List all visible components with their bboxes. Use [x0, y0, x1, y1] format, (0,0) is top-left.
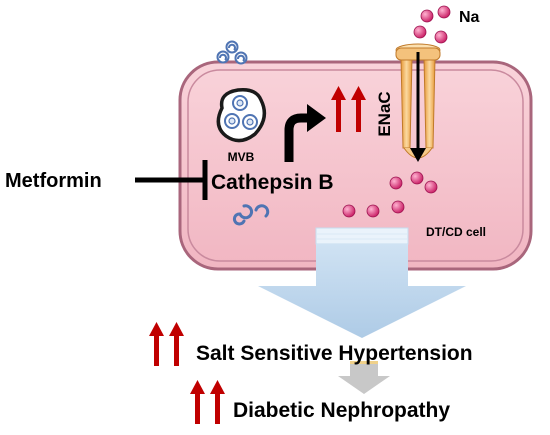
cathepsin-label: Cathepsin B	[211, 171, 334, 194]
metformin-label: Metformin	[5, 170, 102, 192]
mvb-label: MVB	[228, 150, 255, 164]
enac-label: ENaC	[375, 91, 394, 136]
vesicle-cluster-icon	[216, 40, 248, 65]
cell-label: DT/CD cell	[426, 225, 486, 239]
outcome1-label: Salt Sensitive Hypertension	[196, 342, 473, 365]
inhibit-line-icon	[135, 160, 208, 200]
vesicle-small-icon	[232, 204, 270, 226]
channel-icon	[395, 43, 441, 159]
up-arrow-icon	[331, 86, 366, 132]
sodium-ion-icon	[413, 5, 451, 44]
na-label: Na	[459, 9, 480, 26]
sodium-entry-arrow-icon	[410, 52, 426, 162]
outcome2-label: Diabetic Nephropathy	[233, 399, 450, 422]
big-down-arrow-icon	[258, 227, 466, 338]
small-down-arrow-icon	[338, 361, 390, 394]
outcome1-up-arrow-icon	[149, 322, 184, 366]
curved-arrow-icon	[284, 104, 326, 162]
outcome2-up-arrow-icon	[190, 380, 225, 424]
mvb-icon	[216, 87, 267, 143]
